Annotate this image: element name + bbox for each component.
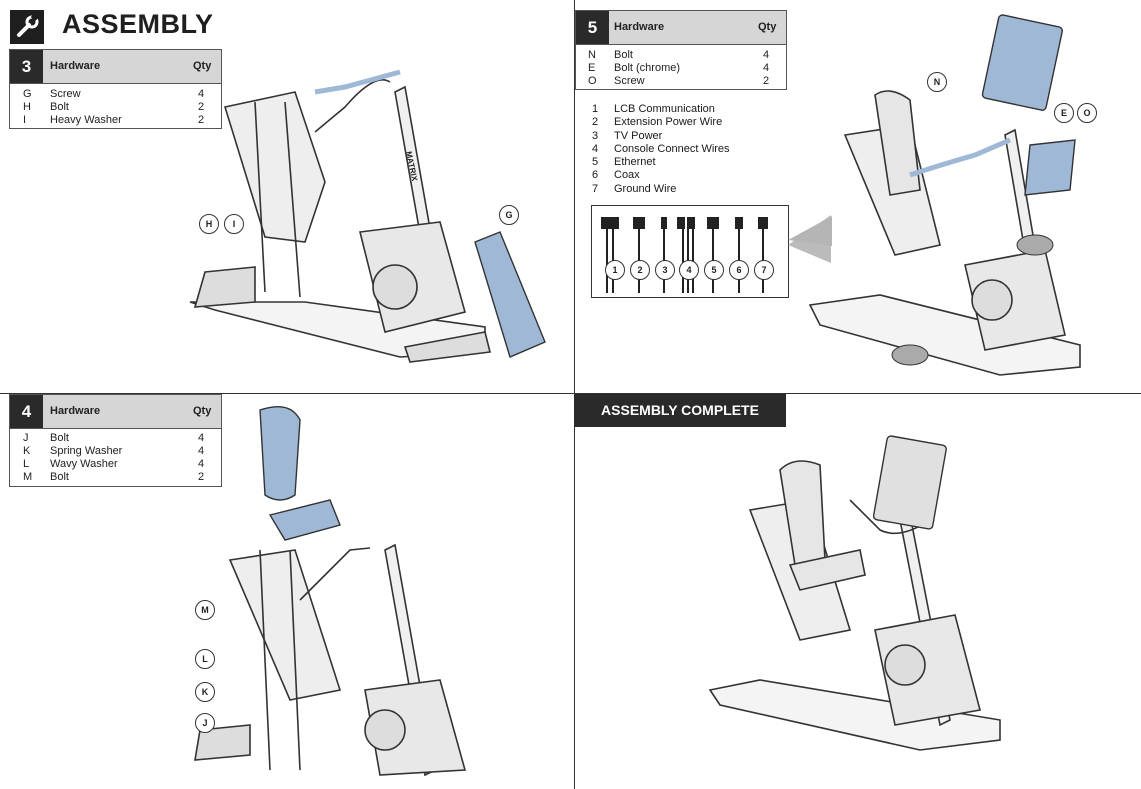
step5-number: 5 [576, 11, 609, 44]
callout-label: E [1054, 103, 1074, 123]
step4-hardware-table: 4 Hardware Qty J Bolt 4 K Spring Washer … [9, 394, 222, 487]
wire-number: 5 [592, 156, 599, 169]
step5-qty-label: Qty [758, 21, 777, 33]
wire-label: Ground Wire [614, 182, 677, 195]
callout-label: K [195, 682, 215, 702]
callout-label: N [927, 72, 947, 92]
hw-qty: 2 [198, 114, 205, 126]
step3-hardware-label: Hardware [50, 60, 101, 72]
wire-label: Ethernet [614, 156, 656, 169]
hw-name: Bolt (chrome) [614, 62, 681, 74]
connector-number: 1 [605, 260, 625, 280]
hw-qty: 4 [763, 62, 770, 74]
hw-code: L [23, 458, 30, 470]
complete-bike-illustration [708, 435, 1001, 751]
callout-label: I [224, 214, 244, 234]
horizontal-divider [0, 393, 1141, 394]
wire-number: 2 [592, 116, 599, 129]
connector-number: 6 [729, 260, 749, 280]
hw-code: K [23, 445, 31, 457]
callout-label: G [499, 205, 519, 225]
hw-qty: 2 [763, 75, 770, 87]
step4-hardware-label: Hardware [50, 405, 101, 417]
hw-name: Wavy Washer [50, 458, 118, 470]
step4-number: 4 [10, 395, 43, 428]
wire-number: 3 [592, 129, 599, 142]
step3-number: 3 [10, 50, 43, 83]
connector-number: 7 [754, 260, 774, 280]
callout-label: O [1077, 103, 1097, 123]
connector-number: 2 [630, 260, 650, 280]
wire-number: 4 [592, 142, 599, 155]
hw-code: M [23, 471, 33, 483]
wire-label: TV Power [614, 129, 663, 142]
step4-table-header: 4 Hardware Qty [10, 395, 221, 429]
connector-number: 4 [679, 260, 699, 280]
hw-qty: 4 [198, 88, 205, 100]
hw-name: Screw [614, 75, 645, 87]
hw-code: J [23, 432, 29, 444]
callout-label: H [199, 214, 219, 234]
wire-number: 1 [592, 103, 599, 115]
hw-name: Bolt [50, 101, 69, 113]
step4-bike-illustration [194, 406, 467, 777]
hw-qty: 2 [198, 101, 205, 113]
hw-code: N [588, 49, 596, 61]
step3-table-header: 3 Hardware Qty [10, 50, 221, 84]
hw-name: Spring Washer [50, 445, 123, 457]
step3-qty-label: Qty [193, 60, 212, 72]
page-title: ASSEMBLY [62, 9, 214, 39]
hw-name: Screw [50, 88, 81, 100]
callout-label: M [195, 600, 215, 620]
step3-bike-illustration: MATRIX [189, 69, 546, 363]
connector-diagram [591, 205, 831, 298]
step5-table-header: 5 Hardware Qty [576, 11, 786, 45]
wire-label: Coax [614, 169, 640, 182]
hw-code: E [588, 62, 596, 74]
hw-code: I [23, 114, 27, 126]
connector-number: 5 [704, 260, 724, 280]
step5-bike-illustration [808, 14, 1081, 376]
hw-name: Heavy Washer [50, 114, 122, 126]
hw-qty: 2 [198, 471, 205, 483]
step5-hardware-label: Hardware [614, 21, 665, 33]
hw-qty: 4 [763, 49, 770, 61]
wire-number: 7 [592, 182, 599, 195]
wire-label: Extension Power Wire [614, 116, 723, 129]
hw-name: Bolt [50, 471, 69, 483]
callout-label: J [195, 713, 215, 733]
hw-name: Bolt [50, 432, 69, 444]
wire-label: Console Connect Wires [614, 142, 730, 155]
wire-label: LCB Communication [614, 103, 715, 115]
wire-number: 6 [592, 169, 599, 182]
step3-hardware-table: 3 Hardware Qty G Screw 4 H Bolt 2 I Heav… [9, 49, 222, 129]
hw-qty: 4 [198, 445, 205, 457]
step5-hardware-table: 5 Hardware Qty N Bolt 4 E Bolt (chrome) … [575, 10, 787, 90]
connector-pointer-icon [788, 216, 832, 246]
hw-qty: 4 [198, 432, 205, 444]
hw-code: G [23, 88, 32, 100]
callout-label: L [195, 649, 215, 669]
hw-code: H [23, 101, 31, 113]
wrench-icon [10, 10, 44, 44]
hw-name: Bolt [614, 49, 633, 61]
hw-code: O [588, 75, 597, 87]
connector-number: 3 [655, 260, 675, 280]
assembly-complete-label: ASSEMBLY COMPLETE [574, 394, 786, 427]
step4-qty-label: Qty [193, 405, 212, 417]
hw-qty: 4 [198, 458, 205, 470]
